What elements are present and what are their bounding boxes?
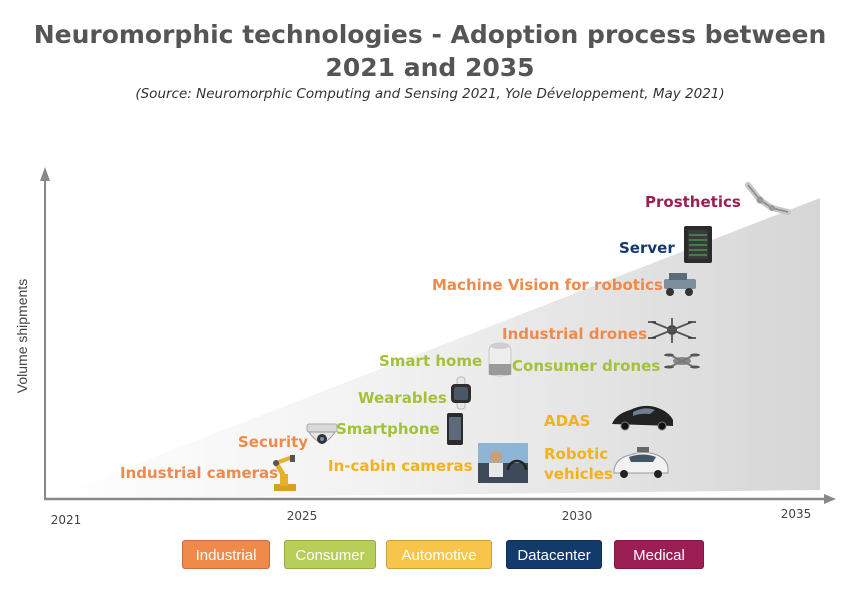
- x-tick-2035: 2035: [781, 507, 812, 521]
- legend-item-industrial: Industrial: [182, 540, 270, 569]
- y-axis-arrow: [40, 167, 50, 181]
- label-prosthetics: Prosthetics: [645, 193, 741, 211]
- car-interior-icon: [478, 443, 528, 483]
- label-adas: ADAS: [544, 412, 590, 430]
- robotic-car-icon: [613, 447, 669, 478]
- x-tick-2021: 2021: [51, 513, 82, 527]
- consumer-drone-icon: [664, 353, 700, 369]
- industrial-drone-icon: [648, 318, 696, 343]
- server-rack-icon: [684, 226, 712, 263]
- label-smartphone: Smartphone: [336, 420, 440, 438]
- robot-arm-icon: [273, 455, 296, 491]
- y-axis-label: Volume shipments: [14, 279, 30, 393]
- legend-item-medical: Medical: [614, 540, 704, 569]
- label-in-cabin-cameras: In-cabin cameras: [328, 457, 473, 475]
- robot-vehicle-icon: [664, 273, 696, 296]
- page-subtitle: (Source: Neuromorphic Computing and Sens…: [135, 86, 725, 102]
- smartphone-icon: [447, 413, 463, 445]
- x-tick-2030: 2030: [562, 509, 593, 523]
- x-axis-arrow: [824, 494, 836, 504]
- legend: Industrial Consumer Automotive Datacenter Me…: [182, 540, 712, 572]
- label-industrial-cameras: Industrial cameras: [120, 464, 278, 482]
- label-industrial-drones: Industrial drones: [502, 325, 647, 343]
- sports-car-icon: [612, 405, 673, 431]
- label-machine-vision: Machine Vision for robotics: [432, 276, 663, 294]
- label-wearables: Wearables: [358, 389, 447, 407]
- security-camera-icon: [306, 423, 338, 444]
- label-security: Security: [238, 433, 308, 451]
- smart-speaker-icon: [488, 342, 512, 377]
- legend-item-datacenter: Datacenter: [506, 540, 602, 569]
- label-server: Server: [619, 239, 675, 257]
- page-title: Neuromorphic technologies - Adoption pro…: [33, 20, 827, 82]
- prosthetic-arm-icon: [745, 182, 791, 215]
- label-smart-home: Smart home: [379, 352, 482, 370]
- smartwatch-icon: [451, 376, 471, 410]
- legend-item-consumer: Consumer: [284, 540, 376, 569]
- label-robotic-vehicles: Robotic vehicles: [544, 445, 613, 483]
- legend-item-automotive: Automotive: [386, 540, 492, 569]
- label-consumer-drones: Consumer drones: [512, 357, 660, 375]
- x-tick-2025: 2025: [287, 509, 318, 523]
